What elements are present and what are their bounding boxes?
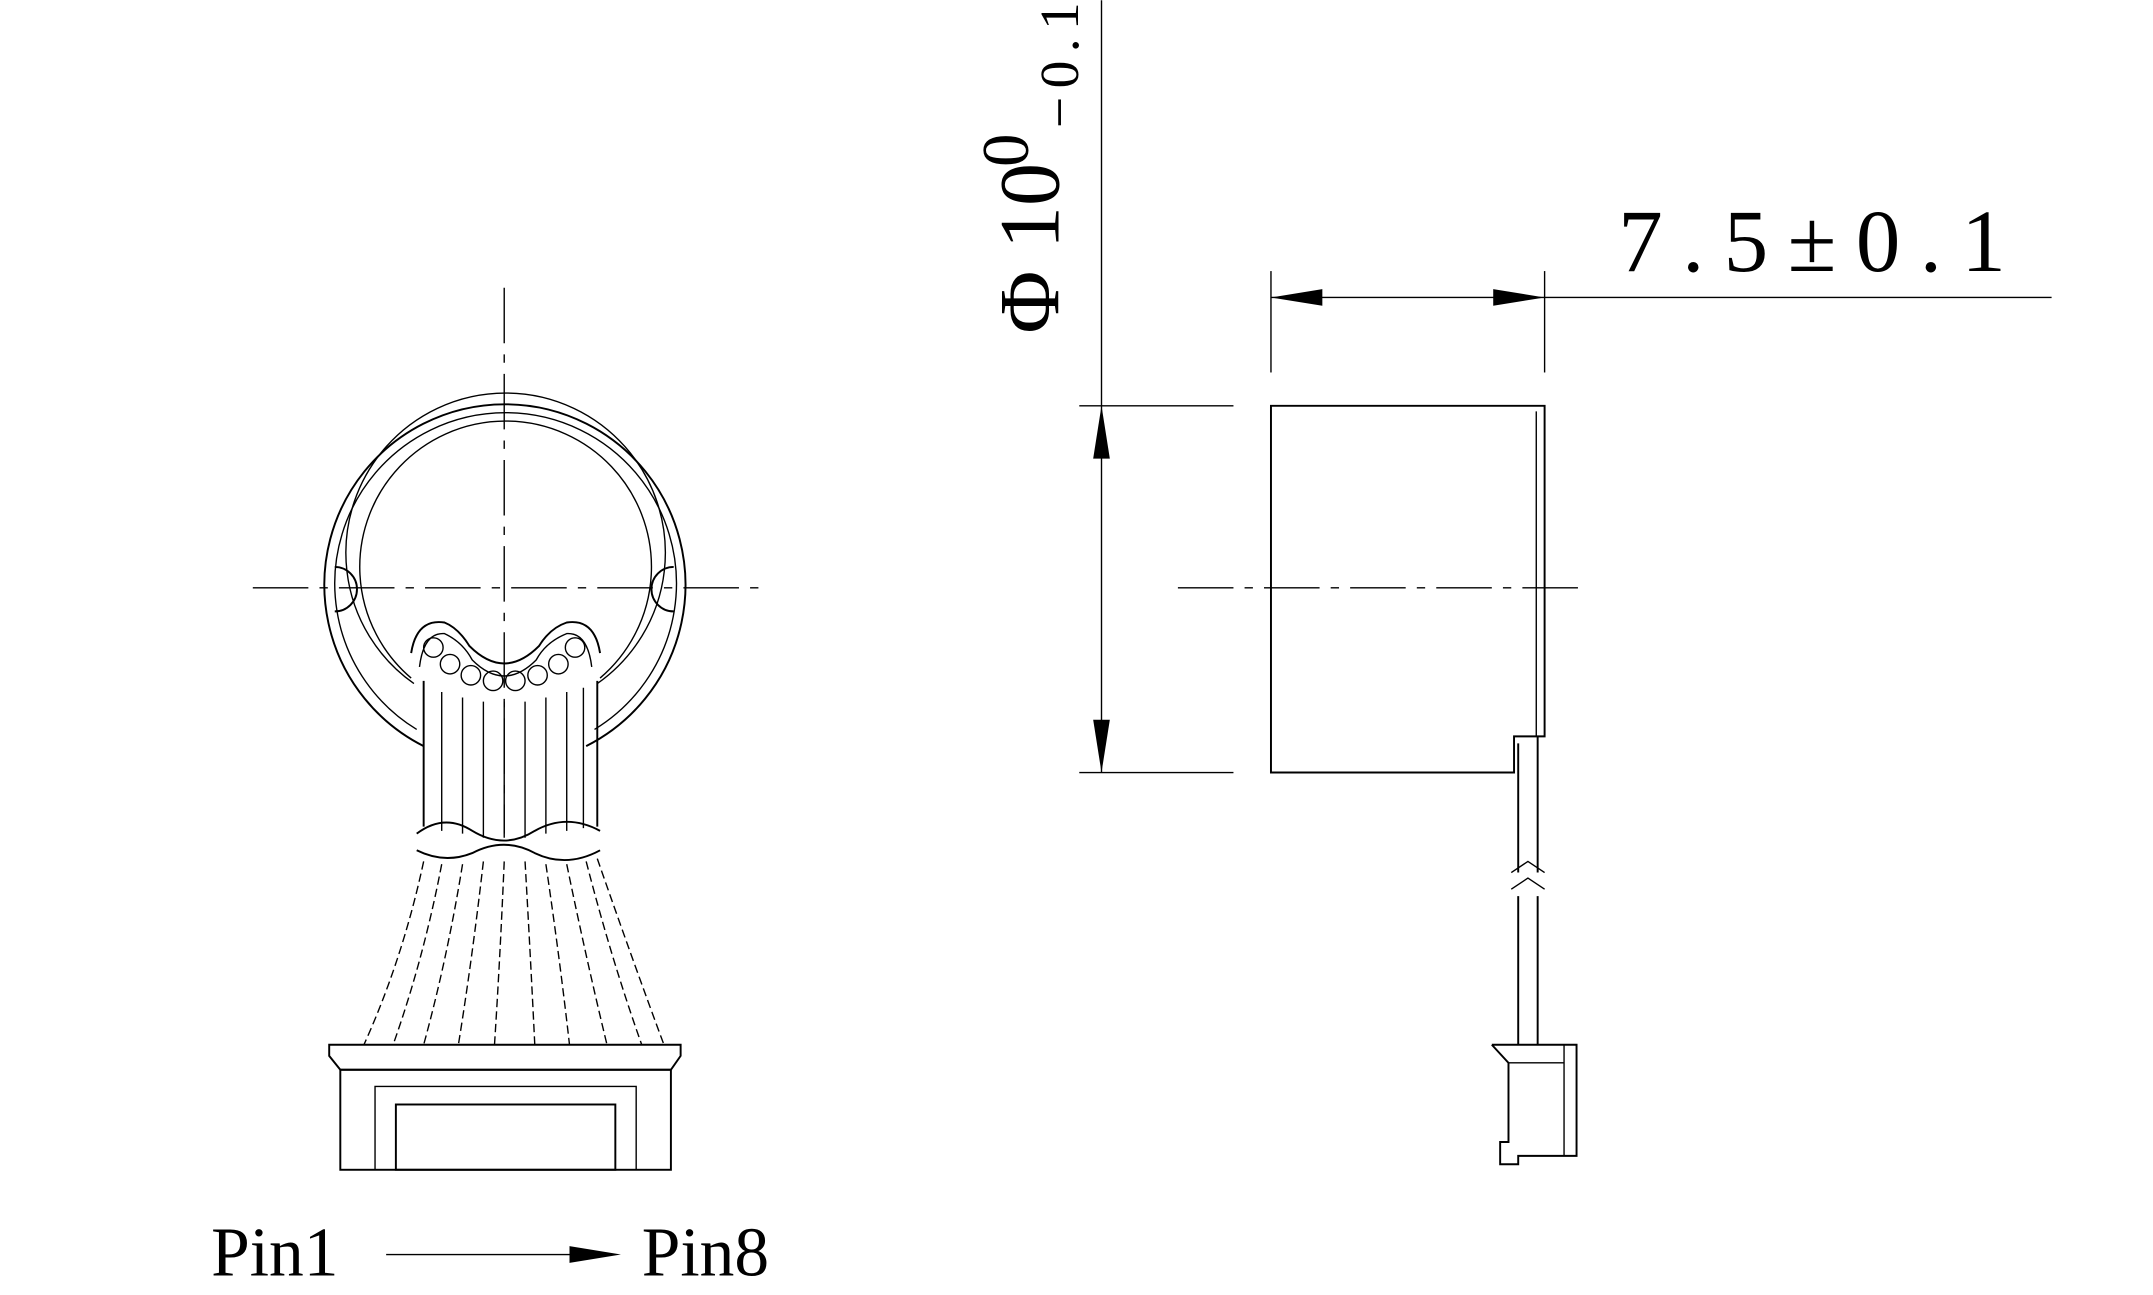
- body-outline: [1269, 404, 1546, 774]
- arrowhead-icon: [569, 1246, 621, 1263]
- fanned-wires: [363, 858, 665, 1046]
- connector-side: [1491, 1043, 1578, 1166]
- diameter-dimension-text: Φ 10 0 −0.1: [970, 0, 1091, 334]
- width-dimension-text: 7.5±0.1: [1618, 193, 2025, 291]
- front-view: Pin1 Pin8: [211, 287, 769, 1291]
- ring-3: [345, 392, 666, 685]
- wire-saddle: [410, 621, 602, 665]
- cable-side: [1510, 736, 1545, 1045]
- svg-text:0: 0: [970, 134, 1043, 167]
- pin1-label: Pin1: [211, 1214, 338, 1291]
- outer-ring: [323, 403, 687, 747]
- ring-2: [334, 412, 678, 731]
- svg-text:−0.1: −0.1: [1029, 0, 1091, 128]
- svg-text:Φ 10: Φ 10: [981, 163, 1077, 334]
- right-notch: [650, 565, 674, 613]
- ring-4: [359, 420, 653, 679]
- left-notch: [334, 565, 358, 613]
- connector-front: [328, 1043, 682, 1171]
- pin8-label: Pin8: [642, 1214, 769, 1291]
- wire-ends: [422, 637, 586, 692]
- side-view: 7.5±0.1 Φ 10 0 −0.1: [970, 0, 2052, 1166]
- wire-bundle: [416, 680, 601, 862]
